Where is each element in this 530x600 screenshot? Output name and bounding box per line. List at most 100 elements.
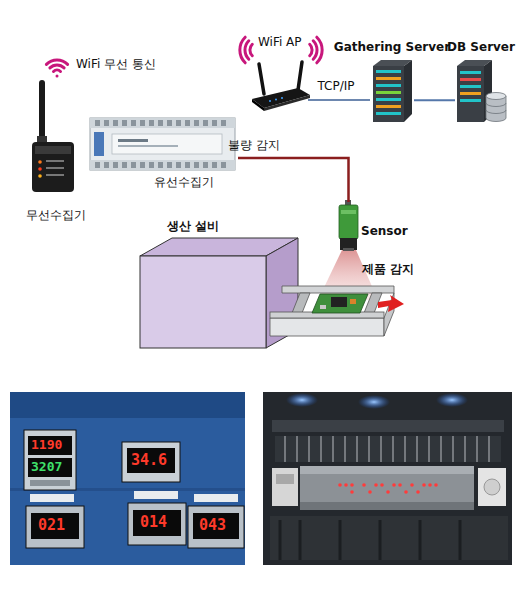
- terminal-row-part: [167, 162, 172, 168]
- terminal-row-part: [158, 162, 163, 168]
- plc-cabinet-photo-part: [280, 520, 460, 560]
- led-indicators-part: [362, 483, 366, 487]
- meter-panel-photo-part: [28, 436, 72, 455]
- plc-cabinet-photo-part: [285, 436, 489, 462]
- server-icon-part: [404, 60, 412, 122]
- led-indicators-part: [416, 490, 420, 494]
- led-indicators-part: [374, 483, 378, 487]
- meter-panel-photo-part: [128, 503, 186, 545]
- terminal-row-part: [140, 120, 145, 126]
- meter-panel-photo-part: [127, 448, 175, 473]
- terminal-row-part: [122, 120, 127, 126]
- node-label: WiFi AP: [258, 35, 302, 49]
- router-icon-part: [259, 64, 264, 94]
- signal-wire: [238, 158, 349, 202]
- wired-collector-module-part: [90, 118, 235, 128]
- plc-cabinet-photo-part: [300, 466, 474, 474]
- terminal-row-part: [158, 120, 163, 126]
- terminal-row-part: [176, 162, 181, 168]
- meter-panel-photo-part: [10, 392, 245, 565]
- conveyor-part: [282, 286, 394, 293]
- router-icon: [252, 62, 310, 111]
- network-label: WiFi 무선 통신: [76, 57, 156, 71]
- led-indicators-part: [410, 483, 414, 487]
- wireless-collector-device-part: [46, 160, 64, 162]
- terminal-row-part: [212, 120, 217, 126]
- sensor-device-part: [343, 248, 354, 251]
- led-indicators-part: [428, 483, 432, 487]
- server-icon-part: [373, 66, 404, 122]
- sensor: Sensor: [337, 202, 360, 252]
- terminal-row-part: [113, 120, 118, 126]
- terminal-row-part: [185, 162, 190, 168]
- meter-panel-photo-part: [31, 513, 79, 539]
- terminal-row-part: [203, 162, 208, 168]
- meter-panel-photo-part: [26, 506, 84, 548]
- db-server-icon-part: [457, 66, 484, 122]
- sensor-device-part: [339, 205, 358, 239]
- plc-cabinet-photo-part: [436, 393, 468, 407]
- terminal-row-part: [167, 120, 172, 126]
- led-indicators-part: [368, 490, 372, 494]
- wifi-icon-part: [54, 70, 61, 71]
- sensor-device-part: [340, 238, 357, 250]
- router-icon-part: [275, 99, 277, 101]
- meter-panel-photo-part: [134, 491, 178, 499]
- pcb-product-part: [331, 297, 347, 307]
- led-indicators: [338, 483, 438, 494]
- node-label: DB Server: [447, 40, 515, 54]
- plc-cabinet-photo-part: [276, 474, 294, 484]
- wireless-collector-device-part: [38, 167, 42, 171]
- wifi-icon-part: [240, 37, 245, 63]
- router-icon-part: [252, 99, 264, 111]
- pcb-product-part: [350, 299, 356, 304]
- wired-collector-module-part: [118, 139, 148, 142]
- db-server-icon-part: [460, 99, 481, 102]
- production-equipment: 생산 설비: [140, 238, 298, 348]
- terminal-row-part: [176, 120, 181, 126]
- plc-cabinet-photo-part: [286, 393, 318, 407]
- plc-cabinet-photo-part: [358, 395, 390, 409]
- node-label: 생산 설비: [167, 219, 219, 233]
- server-icon-part: [376, 112, 401, 115]
- flow-arrow-part: [378, 295, 404, 312]
- db-server-icon-part: [486, 110, 506, 114]
- plc-cabinet-photo-part: [270, 516, 508, 560]
- db-server-icon-part: [460, 92, 481, 95]
- terminal-row-part: [221, 162, 226, 168]
- wireless-collector-device-part: [46, 167, 64, 169]
- wifi-icon-part: [250, 44, 252, 55]
- terminal-row-part: [104, 162, 109, 168]
- wifi-icon-part: [50, 65, 64, 68]
- network-line: [308, 99, 370, 101]
- server-icon-part: [376, 91, 401, 94]
- node-label: Gathering Server: [334, 40, 450, 54]
- router-icon-part: [269, 100, 271, 102]
- wired-collector-module-part: [90, 160, 235, 170]
- server-icon-part: [376, 70, 401, 73]
- wireless-collector: 무선수집기: [30, 76, 82, 196]
- db-server-icon: [457, 60, 506, 122]
- led-indicators-part: [398, 483, 402, 487]
- terminal-row-part: [149, 120, 154, 126]
- meter-reading: 34.6: [131, 452, 167, 469]
- terminal-row-part: [194, 162, 199, 168]
- plc-cabinet-photo-part: [263, 392, 512, 565]
- meter-reading: 021: [38, 517, 65, 534]
- terminal-row-part: [131, 120, 136, 126]
- wireless-collector-device-part: [38, 174, 42, 178]
- meter-panel-photo-part: [30, 480, 70, 486]
- equipment-cube-part: [140, 256, 266, 348]
- meter-panel-photo-part: [122, 442, 180, 482]
- plc-cabinet-photo-part: [272, 420, 504, 432]
- wired-collector-module-part: [90, 118, 235, 170]
- terminal-row-part: [140, 162, 145, 168]
- plc-cabinet-photo-part: [275, 436, 501, 462]
- wireless-collector-device-part: [35, 146, 71, 154]
- wifi-icon-part: [46, 60, 67, 64]
- pcb-product: [312, 294, 368, 313]
- meter-reading: 3207: [31, 460, 62, 474]
- server-icon-part: [376, 77, 401, 80]
